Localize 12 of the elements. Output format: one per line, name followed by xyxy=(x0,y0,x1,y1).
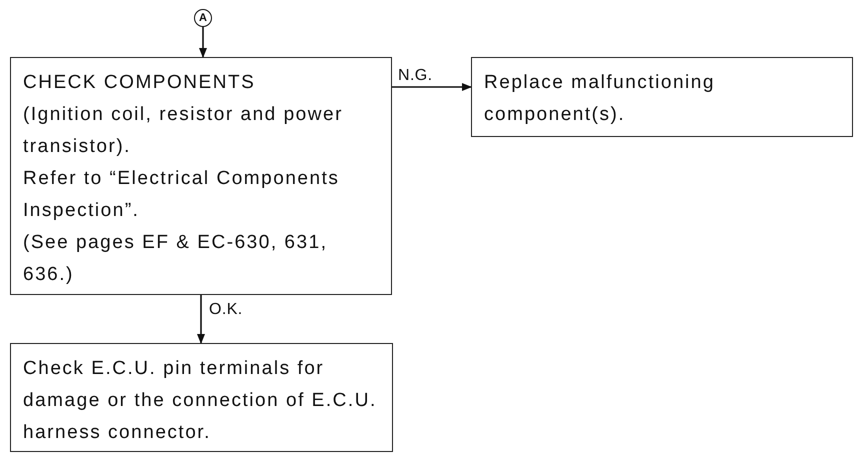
process-box xyxy=(471,57,853,137)
box-text: Replace malfunctioning component(s). xyxy=(484,71,716,127)
process-box xyxy=(10,57,392,295)
process-box xyxy=(10,343,393,452)
arrow xyxy=(392,83,472,91)
arrow xyxy=(199,27,207,58)
box-text: Check E.C.U. pin terminals for damage or the connection of E.C.U. harness connector. xyxy=(23,357,378,445)
box-text: (Ignition coil, resistor and power transistor). xyxy=(23,103,344,159)
arrow xyxy=(197,295,205,344)
box-text: CHECK COMPONENTS xyxy=(23,71,256,95)
box-text: (See pages EF & EC-630, 631, 636.) xyxy=(23,231,328,287)
box-text: Refer to “Electrical Components Inspection”. xyxy=(23,167,340,223)
